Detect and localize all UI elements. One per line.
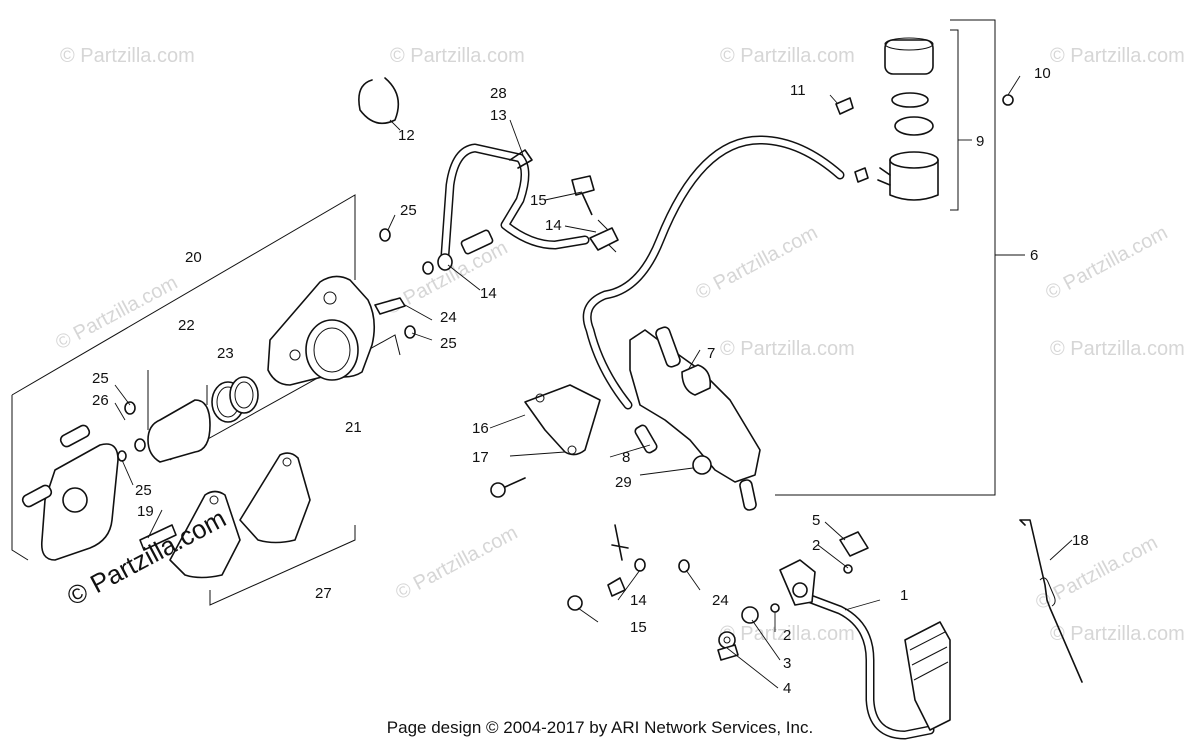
- callout-20: 20: [185, 249, 202, 266]
- callout-5: 5: [812, 512, 820, 529]
- callout-24: 24: [712, 592, 729, 609]
- watermark: © Partzilla.com: [390, 45, 525, 67]
- callout-4: 4: [783, 680, 791, 697]
- master-cylinder: [629, 326, 761, 511]
- callout-26: 26: [92, 392, 109, 409]
- watermark: © Partzilla.com: [1032, 532, 1161, 615]
- bracket-20-top: [11, 194, 356, 396]
- callout-25: 25: [92, 370, 109, 387]
- watermark: © Partzilla.com: [52, 272, 181, 355]
- callout-15: 15: [630, 619, 647, 636]
- caliper-body: [267, 275, 376, 386]
- watermark: © Partzilla.com: [720, 338, 855, 360]
- bracket-6: [775, 19, 996, 496]
- brake-pedal: [717, 519, 1083, 740]
- watermark: © Partzilla.com: [720, 623, 855, 645]
- bracket-21: [169, 334, 401, 461]
- return-spring: [1019, 519, 1083, 683]
- watermark: © Partzilla.com: [1050, 45, 1185, 67]
- callout-23: 23: [217, 345, 234, 362]
- watermark: © Partzilla.com: [1050, 623, 1185, 645]
- callout-21: 21: [345, 419, 362, 436]
- leader-lines: [114, 75, 1073, 689]
- callout-14: 14: [480, 285, 497, 302]
- watermark: © Partzilla.com: [392, 522, 521, 605]
- watermark: © Partzilla.com: [692, 222, 821, 305]
- callout-17: 17: [472, 449, 489, 466]
- callout-8: 8: [622, 449, 630, 466]
- group-brackets: [11, 19, 1025, 606]
- callout-14: 14: [545, 217, 562, 234]
- reservoir: [835, 37, 1014, 201]
- callout-10: 10: [1034, 65, 1051, 82]
- callout-14: 14: [630, 592, 647, 609]
- callout-15: 15: [530, 192, 547, 209]
- callout-1: 1: [900, 587, 908, 604]
- callouts: 1 2 2 3 4 5 6 7 8 9 10 11 12 13 14 14 14…: [92, 65, 1089, 697]
- callout-13: 13: [490, 107, 507, 124]
- callout-25: 25: [400, 202, 417, 219]
- bracket-27: [209, 525, 356, 606]
- callout-25: 25: [135, 482, 152, 499]
- caliper-bracket: [21, 424, 119, 561]
- callout-16: 16: [472, 420, 489, 437]
- callout-6: 6: [1030, 247, 1038, 264]
- callout-11: 11: [790, 82, 806, 99]
- hoses: [440, 135, 845, 410]
- caliper-piston: [147, 376, 259, 463]
- watermark: © Partzilla.com: [720, 45, 855, 67]
- callout-28: 28: [490, 85, 507, 102]
- callout-12: 12: [398, 127, 415, 144]
- callout-27: 27: [315, 585, 332, 602]
- bracket-9: [950, 29, 959, 211]
- callout-2: 2: [812, 537, 820, 554]
- callout-22: 22: [178, 317, 195, 334]
- callout-2: 2: [783, 627, 791, 644]
- callout-9: 9: [976, 133, 984, 150]
- callout-29: 29: [615, 474, 632, 491]
- callout-7: 7: [707, 345, 715, 362]
- mount-bracket: [524, 384, 601, 456]
- watermark: © Partzilla.com: [60, 45, 195, 67]
- brake-pads: [169, 452, 311, 579]
- callout-3: 3: [783, 655, 791, 672]
- bracket-20: [11, 395, 29, 561]
- callout-19: 19: [137, 503, 154, 520]
- hardware: [117, 77, 690, 611]
- callout-25: 25: [440, 335, 457, 352]
- watermark: © Partzilla.com: [1042, 222, 1171, 305]
- watermark: © Partzilla.com: [1050, 338, 1185, 360]
- callout-24: 24: [440, 309, 457, 326]
- callout-18: 18: [1072, 532, 1089, 549]
- page-footer: Page design © 2004-2017 by ARI Network S…: [386, 718, 814, 737]
